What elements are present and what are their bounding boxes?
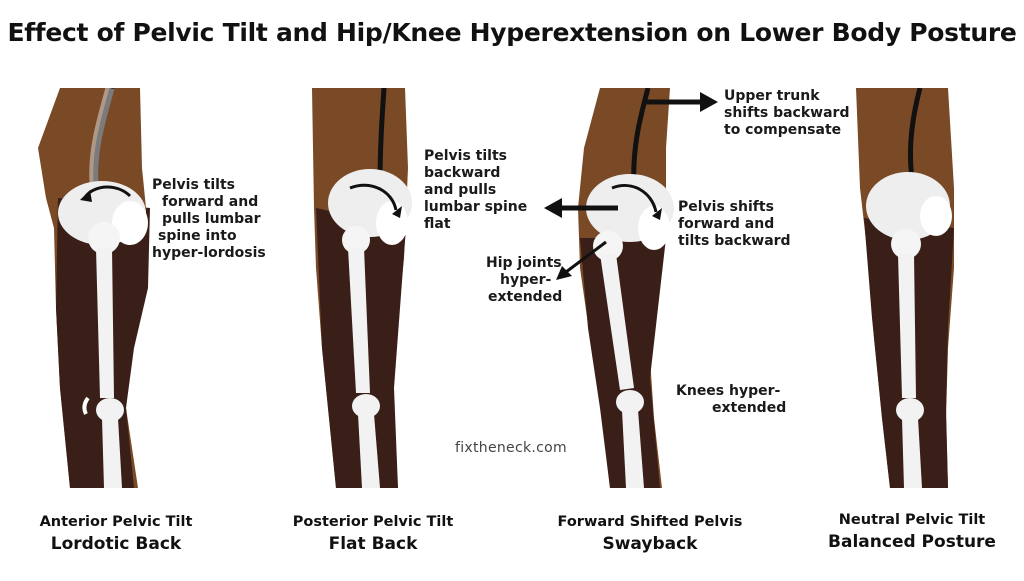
annotation-upper-trunk: Upper trunk shifts backward to compensat… xyxy=(724,88,850,138)
caption-anterior: Anterior Pelvic Tilt Lordotic Back xyxy=(39,514,193,554)
arrow-hip-icon xyxy=(556,240,607,280)
annotation-pelvis-shift: Pelvis shifts forward and tilts backward xyxy=(678,199,791,249)
anterior-tilt-figure xyxy=(38,88,150,488)
neutral-figure xyxy=(856,88,954,488)
caption-neutral: Neutral Pelvic Tilt Balanced Posture xyxy=(828,512,996,552)
caption-swayback: Forward Shifted Pelvis Swayback xyxy=(557,514,743,554)
arrow-upper-trunk-icon xyxy=(646,92,718,112)
annotation-anterior: Pelvis tilts forward and pulls lumbar sp… xyxy=(152,177,266,261)
annotation-hip-joints: Hip joints hyper- extended xyxy=(486,255,563,305)
watermark: fixtheneck.com xyxy=(455,440,567,456)
swayback-figure xyxy=(578,88,674,488)
arrow-pelvis-forward-icon xyxy=(544,198,618,218)
page-title: Effect of Pelvic Tilt and Hip/Knee Hyper… xyxy=(7,18,1017,47)
annotation-knees: Knees hyper- extended xyxy=(676,383,787,416)
annotation-posterior: Pelvis tilts backward and pulls lumbar s… xyxy=(424,148,528,232)
caption-posterior: Posterior Pelvic Tilt Flat Back xyxy=(292,514,454,554)
posterior-tilt-figure xyxy=(312,88,412,488)
